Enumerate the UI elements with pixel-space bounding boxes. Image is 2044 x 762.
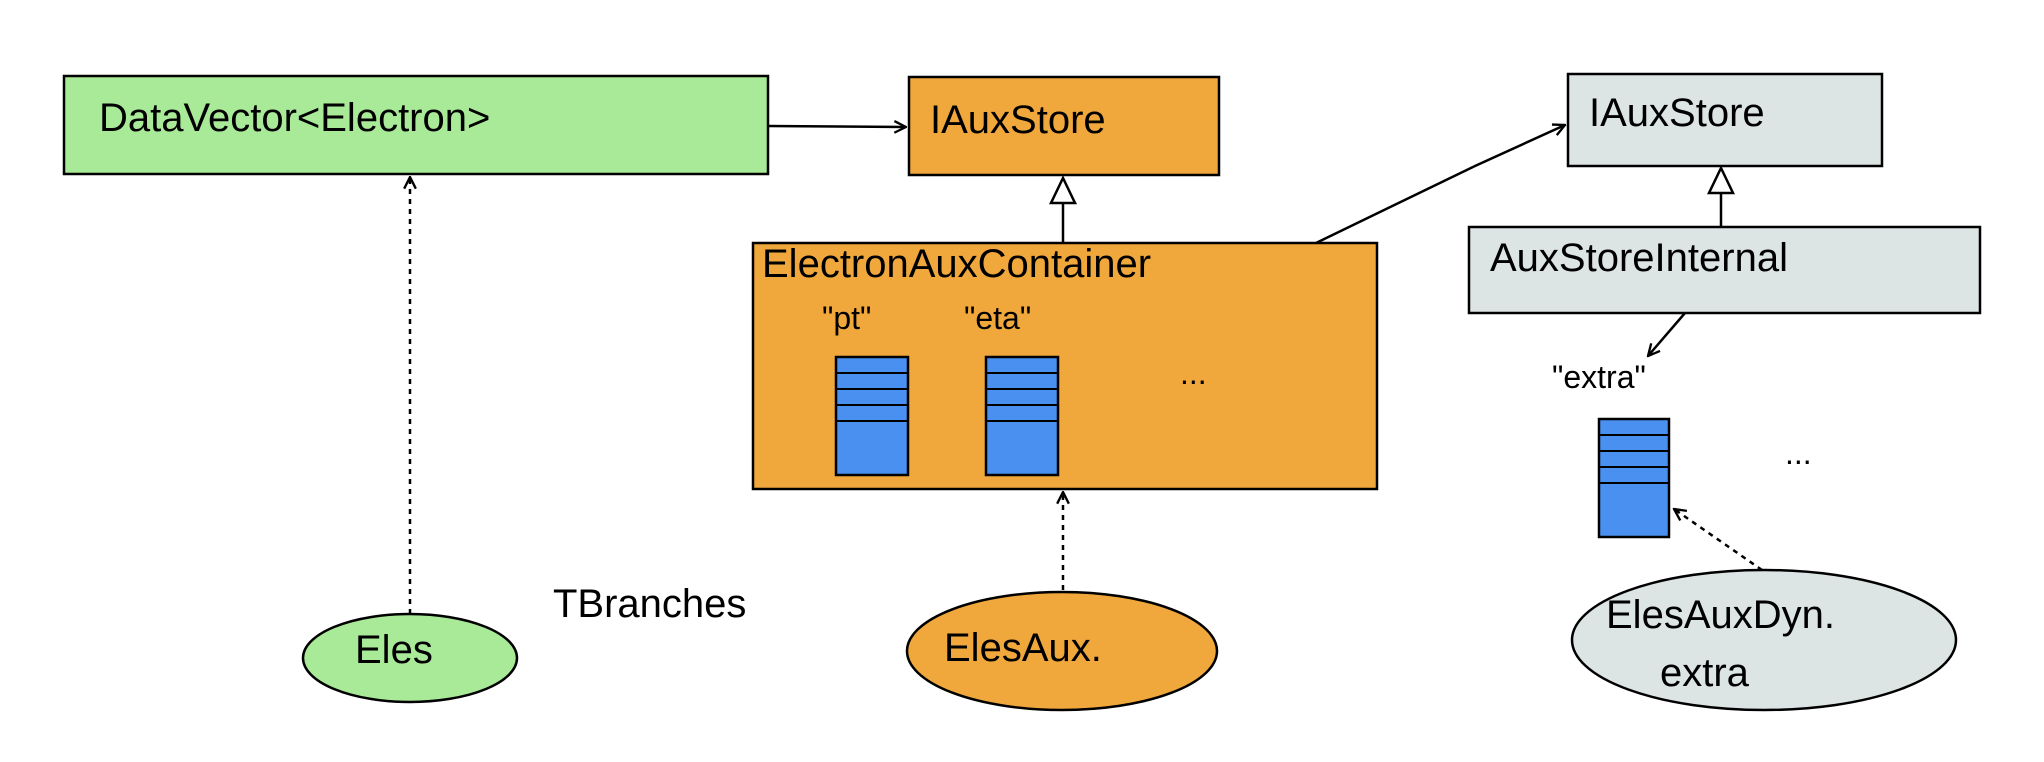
iauxstore-orange-rect [907, 75, 1221, 177]
eta-column-label: "eta" [964, 300, 1031, 336]
datavector-electron-box: DataVector<Electron> [62, 74, 770, 176]
eles-label: Eles [355, 628, 433, 672]
container-to-gray-iauxstore-arrow [1315, 125, 1565, 245]
iauxstore-orange-label: IAuxStore [930, 98, 1106, 142]
elesaux-ellipse-shape [905, 590, 1219, 712]
elesauxdyn-ellipse-shape [1570, 568, 1958, 712]
datavector-box-rect [62, 74, 770, 176]
auxstore-internal-rect [1467, 225, 1982, 315]
right-ellipsis: ... [1785, 435, 1812, 471]
container-inherits-iauxstore-connector [1049, 175, 1077, 243]
pt-column-rect [834, 355, 910, 477]
extra-column-icon [1597, 417, 1671, 539]
container-ellipsis: ... [1180, 355, 1207, 391]
elesauxdyn-label-line1: ElesAuxDyn. [1606, 593, 1835, 637]
internal-to-extra-arrow [1648, 312, 1686, 356]
pt-column-label: "pt" [822, 300, 871, 336]
elesauxdyn-label-line2: extra [1660, 651, 1750, 695]
electron-aux-container-label: ElectronAuxContainer [762, 242, 1151, 286]
elesauxdyn-branch-ellipse: ElesAuxDyn. extra [1570, 568, 1958, 712]
iauxstore-gray-label: IAuxStore [1589, 91, 1765, 135]
tbranches-label: TBranches [553, 582, 746, 626]
electron-aux-container-box: ElectronAuxContainer "pt" "eta" ... [751, 241, 1379, 491]
eles-ellipse-shape [301, 612, 519, 704]
eta-column-rect [984, 355, 1060, 477]
datavector-to-iauxstore-arrow [767, 126, 906, 127]
inheritance-triangle-icon [1707, 165, 1735, 195]
iauxstore-gray-box: IAuxStore [1566, 72, 1884, 168]
inheritance-triangle-icon [1049, 175, 1077, 205]
auxstore-internal-label: AuxStoreInternal [1490, 236, 1788, 280]
extra-column-label: "extra" [1552, 359, 1646, 395]
eta-column-icon [984, 355, 1060, 477]
eles-branch-ellipse: Eles [301, 612, 519, 704]
datavector-label: DataVector<Electron> [99, 96, 490, 140]
elesaux-branch-ellipse: ElesAux. [905, 590, 1219, 712]
internal-inherits-iauxstore-connector [1707, 165, 1735, 227]
elesaux-label: ElesAux. [944, 626, 1102, 670]
iauxstore-orange-box: IAuxStore [907, 75, 1221, 177]
elesauxdyn-to-extra-dotted-arrow [1674, 509, 1763, 572]
auxstore-internal-box: AuxStoreInternal [1467, 225, 1982, 315]
pt-column-icon [834, 355, 910, 477]
extra-column-rect [1597, 417, 1671, 539]
iauxstore-gray-rect [1566, 72, 1884, 168]
